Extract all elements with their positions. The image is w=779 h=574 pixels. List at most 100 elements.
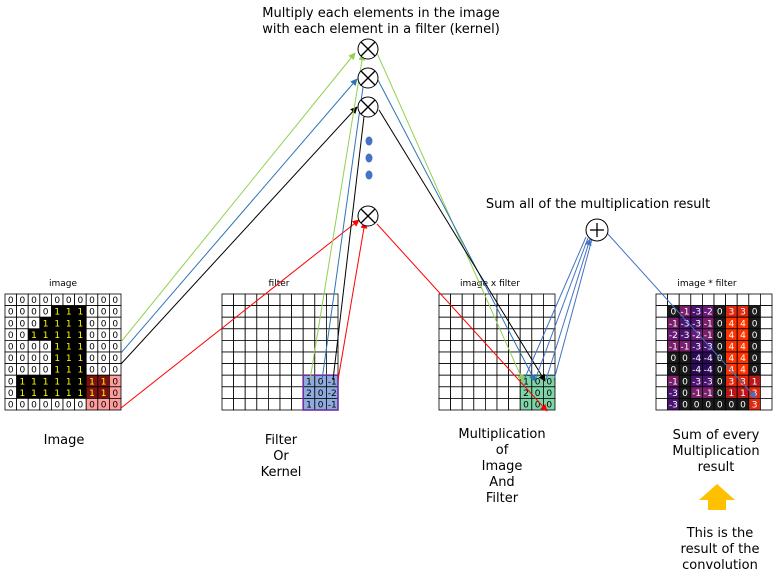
result-value-cell: 0 [667, 351, 680, 364]
filter-caption-line-1: Filter [265, 433, 298, 448]
image-cell: 0 [97, 293, 110, 306]
kernel-cell: 1 [302, 374, 316, 387]
filter-cell [244, 328, 258, 341]
image-cell: 1 [51, 339, 64, 353]
result-value-cell: -1 [678, 339, 692, 353]
product-cell-value: 0 [535, 401, 541, 411]
note-line-1: This is the [686, 526, 754, 541]
image-cell: 1 [62, 316, 76, 329]
result-cell-value: -1 [704, 331, 713, 341]
result-cell-value: -1 [681, 308, 690, 318]
product-cell [484, 305, 498, 318]
result-cell-value: 0 [717, 343, 723, 353]
filter-cell [302, 328, 316, 341]
kernel-outline [302, 374, 339, 411]
kernel-cell-value: 0 [318, 389, 324, 399]
product-cell [473, 305, 486, 318]
product-cell [473, 328, 486, 341]
result-value-cell: 0 [678, 351, 692, 364]
product-cell [450, 363, 463, 376]
result-cell [655, 293, 669, 307]
result-cell-value: -3 [669, 401, 678, 411]
product-cell [450, 374, 463, 388]
product-cell [461, 305, 475, 318]
image-cell: 1 [85, 374, 99, 387]
filter-cell [325, 363, 339, 376]
image-cell-value: 1 [78, 366, 84, 376]
result-cell-value: 0 [752, 354, 758, 364]
title-line-1: Multiply each elements in the image [262, 6, 499, 21]
result-value-cell: -1 [678, 305, 692, 318]
result-cell-value: -1 [704, 389, 713, 399]
product-caption-line-3: Image [482, 459, 523, 474]
filter-cell [256, 316, 269, 330]
result-cell [655, 363, 669, 376]
image-cell: 0 [85, 293, 99, 306]
image-cell-value: 0 [66, 401, 72, 411]
image-cell: 1 [39, 374, 52, 387]
result-cell-value: 1 [729, 389, 735, 399]
filter-grid-header: filter [269, 279, 290, 289]
image-cell-value: 1 [43, 319, 49, 329]
result-value-cell: 0 [713, 316, 727, 329]
result-cell-value: 0 [752, 366, 758, 376]
image-cell-value: 1 [89, 389, 95, 399]
filter-cell [256, 351, 269, 365]
product-cell [496, 339, 510, 353]
multiply-icon-1 [357, 38, 379, 60]
image-cell: 1 [74, 374, 87, 387]
result-cell-value: 0 [717, 401, 723, 411]
image-cell-value: 0 [8, 308, 14, 318]
image-cell-value: 0 [78, 401, 84, 411]
result-value-cell: -4 [690, 363, 703, 376]
image-cell: 1 [74, 351, 87, 364]
image-cell-value: 1 [78, 354, 84, 364]
image-cell: 1 [62, 374, 76, 387]
filter-cell [279, 363, 293, 376]
image-cell-value: 1 [31, 389, 37, 399]
filter-cell [221, 351, 235, 365]
image-cell-value: 0 [112, 308, 118, 318]
product-cell [508, 305, 521, 318]
result-cell-value: 0 [671, 354, 677, 364]
product-cell [461, 339, 475, 353]
result-cell [748, 293, 761, 307]
image-cell: 0 [16, 328, 29, 341]
image-cell: 1 [62, 305, 76, 318]
product-cell [508, 397, 521, 411]
result-value-cell: 1 [725, 386, 738, 399]
image-cell: 0 [62, 397, 76, 411]
image-cell: 1 [74, 328, 87, 341]
result-cell-value: 4 [740, 319, 746, 329]
image-cell-value: 0 [20, 319, 26, 329]
image-cell-value: 0 [101, 308, 107, 318]
image-cell-value: 0 [8, 319, 14, 329]
result-value-cell: 0 [678, 374, 692, 387]
image-cell: 0 [4, 351, 18, 364]
image-cell-value: 0 [31, 366, 37, 376]
image-cell-value: 1 [66, 308, 72, 318]
image-cell: 0 [16, 397, 29, 411]
result-cell [713, 293, 727, 307]
product-cell [438, 386, 452, 399]
image-cell-value: 1 [31, 331, 37, 341]
image-cell-value: 1 [54, 354, 60, 364]
filter-cell [221, 293, 235, 307]
image-cell: 0 [85, 397, 99, 411]
result-cell-value: -3 [692, 343, 701, 353]
image-cell-value: 0 [112, 319, 118, 329]
product-cell [438, 374, 452, 388]
result-value-cell: 0 [713, 374, 727, 387]
image-cell: 0 [16, 339, 29, 353]
result-cell-value: 0 [682, 366, 688, 376]
result-value-cell: 0 [725, 397, 738, 411]
image-cell: 0 [4, 305, 18, 318]
product-cell-value: 0 [535, 377, 541, 387]
image-cell-value: 0 [8, 377, 14, 387]
result-cell-value: 0 [717, 354, 723, 364]
image-cell: 0 [4, 374, 18, 387]
arrow-kernel-to-multiply-1 [309, 53, 366, 381]
result-cell-value: 0 [682, 401, 688, 411]
product-cell [461, 386, 475, 399]
result-value-cell: 0 [748, 316, 761, 329]
